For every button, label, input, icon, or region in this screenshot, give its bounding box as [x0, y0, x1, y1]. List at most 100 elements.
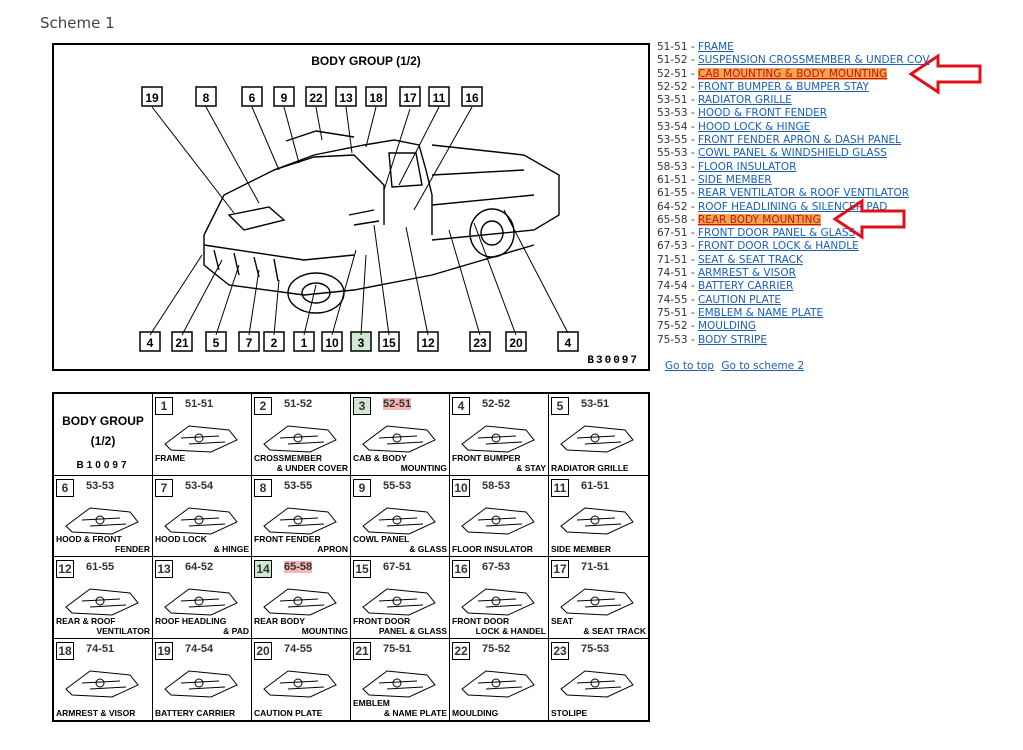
diagram-title: BODY GROUP (1/2)	[311, 54, 421, 68]
callout-number: 9	[273, 86, 295, 107]
part-illustration	[164, 588, 238, 616]
go-to-top-link[interactable]: Go to top	[665, 360, 714, 372]
section-code: 74-54	[657, 280, 688, 293]
index-number: 13	[155, 560, 173, 578]
section-link[interactable]: SEAT & SEAT TRACK	[697, 253, 803, 266]
section-link[interactable]: CAB MOUNTING & BODY MOUNTING	[697, 67, 888, 80]
section-code: 51-51	[657, 41, 688, 53]
section-link[interactable]: EMBLEM & NAME PLATE	[697, 306, 824, 319]
cover-subtitle: (1/2)	[90, 434, 116, 448]
section-link[interactable]: RADIATOR GRILLE	[697, 94, 792, 107]
section-link[interactable]: SUSPENSION CROSSMEMBER & UNDER COV	[697, 54, 930, 67]
section-link[interactable]: FRONT DOOR LOCK & HANDLE	[697, 240, 859, 253]
separator: -	[687, 120, 698, 133]
separator: -	[687, 54, 698, 67]
index-label-secondary: STOLIPE	[551, 708, 588, 718]
section-link[interactable]: COWL PANEL & WINDSHIELD GLASS	[697, 147, 887, 160]
index-number: 10	[452, 478, 470, 497]
index-code: 74-51	[86, 642, 115, 655]
part-illustration	[362, 506, 436, 535]
section-link[interactable]: BATTERY CARRIER	[697, 280, 794, 293]
index-label: EMBLEM	[353, 698, 390, 708]
go-to-scheme-2-link[interactable]: Go to scheme 2	[721, 360, 805, 372]
callout-number: 12	[417, 331, 439, 352]
index-label: CROSSMEMBER	[254, 452, 323, 463]
callout-number: 5	[205, 331, 227, 352]
section-link[interactable]: SIDE MEMBER	[697, 173, 772, 186]
section-link[interactable]: ROOF HEADLINING & SILENCER PAD	[697, 200, 888, 213]
part-illustration	[65, 588, 139, 616]
index-code: 52-51	[383, 398, 412, 410]
svg-text:7: 7	[246, 336, 253, 350]
section-link[interactable]: BODY STRIPE	[697, 333, 767, 346]
index-label: FRONT DOOR	[353, 615, 411, 626]
index-number: 16	[452, 560, 470, 578]
svg-text:15: 15	[382, 336, 396, 350]
section-link[interactable]: CAUTION PLATE	[697, 293, 781, 306]
part-illustration	[263, 506, 337, 535]
section-link[interactable]: FRONT DOOR PANEL & GLASS	[697, 227, 856, 240]
section-link[interactable]: REAR VENTILATOR & ROOF VENTILATOR	[697, 187, 910, 200]
callout-number: 8	[195, 86, 217, 107]
svg-text:19: 19	[145, 91, 159, 105]
callout-number: 1	[293, 331, 315, 352]
section-link-row: 65-58 - REAR BODY MOUNTING	[657, 213, 930, 227]
section-link[interactable]: FLOOR INSULATOR	[697, 160, 797, 173]
section-link[interactable]: FRAME	[697, 41, 734, 53]
index-label: FRONT BUMPER	[452, 452, 521, 463]
index-label-secondary: & SEAT TRACK	[583, 625, 646, 636]
section-link[interactable]: MOULDING	[697, 320, 757, 333]
section-link[interactable]: FRONT BUMPER & BUMPER STAY	[697, 80, 869, 93]
section-link[interactable]: REAR BODY MOUNTING	[697, 213, 821, 226]
section-code: 75-51	[657, 306, 688, 319]
index-code: 67-53	[482, 561, 511, 573]
section-link[interactable]: ARMREST & VISOR	[697, 267, 796, 280]
index-number: 21	[353, 641, 371, 660]
index-code: 55-53	[383, 479, 412, 492]
section-link-row: 74-55 - CAUTION PLATE	[657, 294, 930, 307]
section-link[interactable]: HOOD & FRONT FENDER	[697, 107, 828, 120]
index-label: HOOD & FRONT	[56, 534, 122, 544]
section-link[interactable]: FRONT FENDER APRON & DASH PANEL	[697, 134, 902, 147]
separator: -	[687, 41, 698, 53]
separator: -	[687, 213, 698, 226]
section-link[interactable]: HOOD LOCK & HINGE	[697, 120, 811, 133]
index-label-secondary: LOCK & HANDEL	[475, 625, 546, 636]
index-number: 8	[254, 478, 272, 497]
svg-text:17: 17	[403, 91, 417, 105]
svg-text:9: 9	[281, 91, 288, 105]
svg-text:12: 12	[421, 336, 435, 350]
index-number: 20	[254, 641, 272, 660]
red-arrow-icon	[832, 198, 906, 240]
index-label-secondary: MOUNTING	[400, 462, 447, 473]
cover-title: BODY GROUP	[62, 414, 144, 428]
section-code: 65-58	[657, 213, 688, 226]
separator: -	[687, 187, 698, 200]
part-illustration	[263, 425, 337, 453]
svg-text:13: 13	[339, 91, 353, 105]
